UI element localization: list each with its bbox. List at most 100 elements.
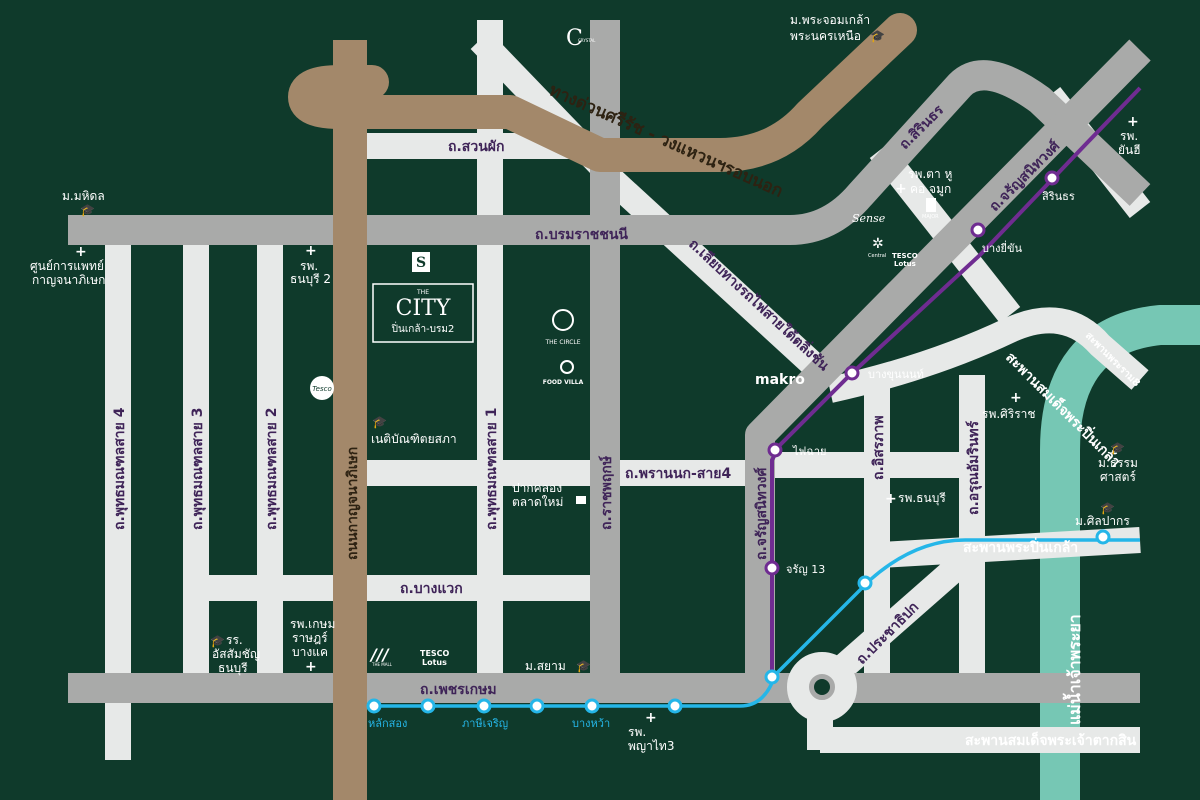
label-phetkasem: ถ.เพชรเกษม bbox=[420, 682, 497, 698]
place-thonburi2-2: ธนบุรี 2 bbox=[290, 272, 331, 287]
station-sirindhorn bbox=[1044, 170, 1060, 186]
place-thonburi-hosp: รพ.ธนบุรี bbox=[898, 491, 946, 506]
law-cap-icon: 🎓 bbox=[372, 415, 387, 429]
s-logo-icon bbox=[412, 252, 430, 272]
logo-tesco-top: TESCO bbox=[892, 252, 918, 260]
label-phutthamonthon1: ถ.พุทธมณฑลสาย 1 bbox=[484, 408, 500, 530]
place-benjamin: เนติบัณฑิตยสภา bbox=[371, 432, 457, 446]
logo-tesco-bottom: Lotus bbox=[894, 260, 916, 268]
hospital-cross-icon: + bbox=[645, 710, 657, 726]
road-prachathipok bbox=[816, 550, 974, 693]
market-icon bbox=[576, 496, 586, 504]
place-thammasat-2: ศาสตร์ bbox=[1100, 470, 1136, 484]
hospital-cross-icon: + bbox=[885, 491, 897, 507]
project-box bbox=[372, 283, 474, 343]
hospital-cross-icon: + bbox=[75, 244, 87, 260]
silpakorn-cap-icon: 🎓 bbox=[1100, 501, 1115, 515]
place-rajabhat-1: ม.พระจอมเกล้า bbox=[790, 13, 870, 27]
logo-major: MAJOR bbox=[922, 214, 939, 220]
roundabout-center bbox=[814, 679, 830, 695]
s-logo-letter: S bbox=[416, 255, 426, 271]
the-circle-logo-icon bbox=[552, 309, 574, 331]
label-ratchaphruek: ถ.ราชพฤกษ์ bbox=[598, 456, 615, 530]
label-station-lak-song: หลักสอง bbox=[368, 717, 407, 730]
place-kasem-1: รพ.เกษม bbox=[290, 617, 335, 631]
label-phutthamonthon4: ถ.พุทธมณฑลสาย 4 bbox=[112, 407, 128, 530]
purple-line bbox=[770, 86, 1142, 680]
place-thonburi2-1: รพ. bbox=[300, 259, 318, 273]
road-charan-upper bbox=[745, 39, 1151, 690]
hospital-cross-icon: + bbox=[1127, 114, 1139, 130]
label-station-bang-wa: บางหว้า bbox=[572, 717, 610, 730]
logo-tesco-pkl-top: TESCO bbox=[420, 649, 450, 658]
label-station-phasi-charoen: ภาษีเจริญ bbox=[462, 717, 508, 730]
place-pak-khlong-1: ปากคลอง bbox=[512, 481, 562, 495]
place-yanhee-1: รพ. bbox=[1120, 129, 1138, 143]
place-kasem-3: บางแค bbox=[292, 645, 328, 659]
road-bangkhunnon-loop bbox=[827, 307, 1149, 403]
project-sub: ปิ่นเกล้า-บรม2 bbox=[391, 321, 454, 335]
station-bang-wa bbox=[584, 698, 600, 714]
hospital-cross-icon: + bbox=[895, 181, 907, 197]
place-yanhee-2: ยันฮี bbox=[1118, 143, 1141, 157]
station-blue-2 bbox=[420, 698, 436, 714]
logo-tesco-small: Tesco bbox=[312, 385, 332, 393]
station-fai-chai bbox=[767, 442, 783, 458]
station-bang-yi-khan bbox=[970, 222, 986, 238]
place-makro: makro bbox=[755, 372, 805, 388]
label-phutthamonthon3: ถ.พุทธมณฑลสาย 3 bbox=[190, 408, 206, 530]
label-phra-pok-klao: สะพานพระปิ่นเกล้า bbox=[963, 537, 1078, 556]
the-mall-logo-icon: /// bbox=[369, 645, 390, 664]
label-station-bang-khun-non: บางขุนนนท์ bbox=[868, 368, 924, 381]
roundabout bbox=[787, 652, 857, 722]
place-assumption-3: ธนบุรี bbox=[218, 661, 248, 676]
place-kanchanabhisek-med-2: กาญจนาภิเษก bbox=[32, 273, 105, 287]
major-logo-icon bbox=[926, 198, 936, 212]
food-villa-logo-icon bbox=[560, 360, 574, 374]
road-borommaratchachonnani bbox=[68, 60, 1151, 245]
label-kanchanaphisek: ถนนกาญจนาภิเษก bbox=[345, 447, 361, 560]
place-thammasat-1: ม.ธรรม bbox=[1098, 456, 1138, 470]
station-bang-khun-non bbox=[844, 365, 860, 381]
logo-crystal: CRYSTAL bbox=[578, 38, 596, 43]
rajabhat-cap-icon: 🎓 bbox=[870, 29, 885, 43]
label-station-bang-yi-khan: บางยี่ขัน bbox=[982, 240, 1022, 255]
station-blue-6 bbox=[667, 698, 683, 714]
logo-the-mall: THE MALL bbox=[371, 662, 393, 667]
blue-stations bbox=[366, 529, 1111, 714]
place-silpakorn: ม.ศิลปากร bbox=[1075, 514, 1130, 528]
station-phasi-charoen bbox=[476, 698, 492, 714]
place-phyathai3-1: รพ. bbox=[628, 725, 646, 739]
logo-food-villa: FOOD VILLA bbox=[543, 379, 584, 386]
station-blue-9 bbox=[1095, 529, 1111, 545]
place-kanchanabhisek-med-1: ศูนย์การแพทย์ bbox=[30, 259, 104, 274]
thammasat-cap-icon: 🎓 bbox=[1110, 441, 1125, 455]
label-station-fai-chai: ไฟฉาย bbox=[792, 445, 826, 458]
label-phutthamonthon2: ถ.พุทธมณฑลสาย 2 bbox=[264, 408, 280, 530]
logo-the-circle: THE CIRCLE bbox=[544, 339, 580, 346]
label-chao-phraya: แม่น้ำเจ้าพระยา bbox=[1062, 614, 1084, 725]
mahidol-cap-icon: 🎓 bbox=[80, 203, 95, 217]
label-itsaraphap: ถ.อิสรภาพ bbox=[871, 415, 887, 480]
hospital-cross-icon: + bbox=[1010, 390, 1022, 406]
place-tahu-1: รพ.ตา หู bbox=[908, 167, 953, 182]
hospital-cross-icon: + bbox=[305, 243, 317, 259]
label-station-sirindhorn: สิรินธร bbox=[1042, 190, 1075, 203]
label-arun-amarin: ถ.อรุณอัมรินทร์ bbox=[965, 420, 982, 515]
expressway-srirat bbox=[288, 13, 917, 172]
central-star-icon: ✲ bbox=[872, 236, 884, 252]
tesco-small-logo-icon bbox=[310, 376, 334, 400]
road-rail-parallel bbox=[601, 168, 839, 390]
label-charan-lower: ถ.จรัญสนิทวงศ์ bbox=[753, 467, 770, 560]
station-lak-song bbox=[366, 698, 382, 714]
label-station-charan-13: จรัญ 13 bbox=[786, 563, 825, 576]
place-pak-khlong-2: ตลาดใหม่ bbox=[512, 495, 563, 509]
station-blue-8 bbox=[857, 575, 873, 591]
station-blue-7 bbox=[764, 669, 780, 685]
label-bang-waek: ถ.บางแวก bbox=[400, 581, 463, 597]
chao-phraya-river bbox=[1040, 305, 1200, 800]
station-charan-13 bbox=[764, 560, 780, 576]
major-roads bbox=[68, 20, 1151, 722]
place-assumption-2: อัสสัมชัญ bbox=[212, 647, 260, 661]
